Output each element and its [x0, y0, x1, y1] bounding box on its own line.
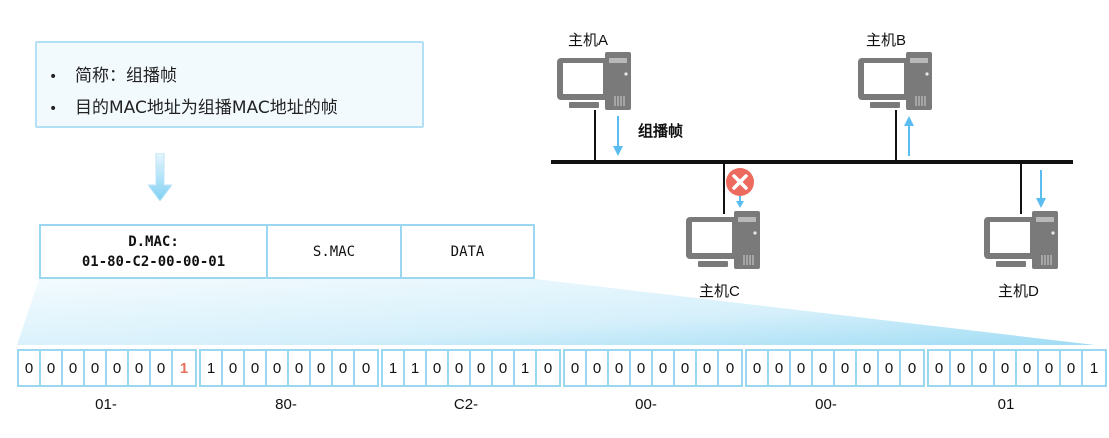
bit-cell: 0	[449, 351, 471, 385]
bit-cell: 0	[791, 351, 813, 385]
host-d-label: 主机D	[998, 283, 1039, 300]
host-a-computer-icon	[557, 52, 632, 110]
multicast-bit: 1	[179, 359, 189, 377]
bit-cell: 0	[471, 351, 493, 385]
bit-cell: 0	[41, 351, 63, 385]
bit-cell: 0	[973, 351, 995, 385]
byte-hex-label: C2-	[453, 396, 479, 413]
frame-field-data: DATA	[450, 243, 485, 260]
bit-cell: 0	[1061, 351, 1083, 385]
network-bus	[551, 160, 1073, 164]
bit-cell: 0	[747, 351, 769, 385]
bit-cell: 0	[697, 351, 719, 385]
frame-field-dmac: D.MAC: 01-80-C2-00-00-01	[41, 226, 268, 277]
bit-cell: 0	[725, 359, 735, 377]
byte-hex-label: 00-	[815, 396, 837, 413]
arrow-up-icon	[904, 116, 914, 156]
host-a-wire	[594, 110, 596, 162]
frame-structure: D.MAC: 01-80-C2-00-00-01 S.MAC DATA	[39, 224, 535, 279]
bit-cell: 0	[311, 351, 333, 385]
bit-cell: 0	[129, 351, 151, 385]
dmac-label: D.MAC:	[128, 233, 179, 250]
bit-cell: 0	[223, 351, 245, 385]
arrow-down-icon	[1036, 170, 1046, 208]
definition-line-description: •目的MAC地址为组播MAC地址的帧	[49, 98, 338, 118]
reject-x-icon	[726, 168, 754, 208]
byte-hex-label: 01	[997, 396, 1015, 413]
bit-cell: 0	[1039, 351, 1061, 385]
bit-cell: 0	[19, 351, 41, 385]
host-c-label: 主机C	[699, 283, 740, 300]
bit-cell: 0	[543, 359, 553, 377]
host-d-wire	[1020, 162, 1022, 214]
bit-cell: 1	[405, 351, 427, 385]
arrow-down-icon	[613, 116, 623, 156]
byte-label-row: 01- 80- C2- 00- 00- 01	[17, 396, 1095, 413]
bit-cell: 0	[565, 351, 587, 385]
bit-cell: 1	[383, 351, 405, 385]
host-b-computer-icon	[858, 52, 933, 110]
byte-hex-label: 80-	[275, 396, 297, 413]
host-d-computer-icon	[984, 211, 1059, 269]
bit-cell: 0	[63, 351, 85, 385]
definition-box: •简称：组播帧 •目的MAC地址为组播MAC地址的帧	[35, 41, 424, 128]
dmac-value: 01-80-C2-00-00-01	[81, 253, 226, 270]
bit-cell: 0	[267, 351, 289, 385]
bit-cell: 0	[631, 351, 653, 385]
bit-cell: 0	[857, 351, 879, 385]
bit-cell: 0	[289, 351, 311, 385]
bit-cell: 0	[929, 351, 951, 385]
definition-line-short-name: •简称：组播帧	[49, 66, 177, 86]
host-c-wire	[723, 162, 725, 214]
down-arrow-icon	[148, 153, 172, 201]
host-b-label: 主机B	[866, 32, 907, 49]
bullet-icon: •	[49, 101, 58, 117]
host-b-wire	[895, 110, 897, 162]
bullet-icon: •	[49, 69, 58, 85]
bit-cell: 0	[245, 351, 267, 385]
frame-field-smac: S.MAC	[268, 226, 402, 277]
bit-cell: 0	[951, 351, 973, 385]
bit-cell: 0	[907, 359, 917, 377]
bit-cell: 0	[427, 351, 449, 385]
host-c-computer-icon	[686, 211, 761, 269]
bit-cell: 1	[515, 351, 537, 385]
bit-cell: 0	[653, 351, 675, 385]
byte-hex-label: 01-	[95, 396, 117, 413]
bit-cell: 0	[1017, 351, 1039, 385]
bit-cell: 0	[609, 351, 631, 385]
bit-cell: 0	[587, 351, 609, 385]
bit-cell: 0	[333, 351, 355, 385]
bit-cell: 0	[879, 351, 901, 385]
bit-cell: 0	[995, 351, 1017, 385]
multicast-frame-label: 组播帧	[638, 122, 684, 140]
bit-cell: 0	[835, 351, 857, 385]
bit-cell: 1	[1089, 359, 1099, 377]
host-a-label: 主机A	[568, 32, 609, 49]
bit-cell: 0	[769, 351, 791, 385]
bit-cell: 1	[201, 351, 223, 385]
bit-cell: 0	[493, 351, 515, 385]
bit-cell: 0	[85, 351, 107, 385]
bit-cell: 0	[813, 351, 835, 385]
bit-cell: 0	[361, 359, 371, 377]
bit-cell: 0	[151, 351, 173, 385]
bit-cell: 0	[675, 351, 697, 385]
zoom-wedge	[17, 279, 1095, 345]
byte-hex-label: 00-	[635, 396, 657, 413]
bit-cell: 0	[107, 351, 129, 385]
